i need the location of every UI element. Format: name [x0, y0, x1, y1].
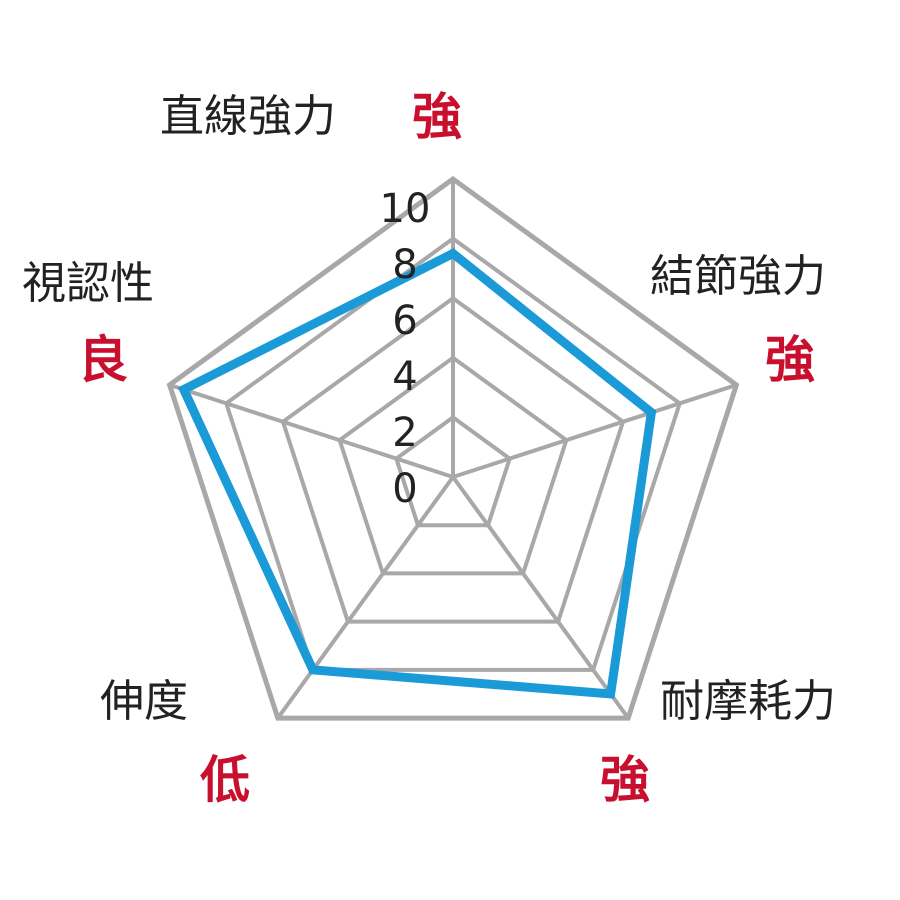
tick-label: 6	[392, 298, 417, 344]
axis-rating-elongation: 低	[200, 751, 250, 809]
axis-rating-straight-strength: 強	[412, 88, 462, 146]
axis-line-2	[451, 475, 630, 720]
axis-label-knot-strength: 結節強力	[650, 251, 826, 302]
tick-label: 2	[392, 410, 417, 456]
data-point-2	[609, 692, 612, 695]
data-point-1	[650, 411, 653, 414]
tick-label: 8	[392, 242, 417, 288]
grid-ring-8	[223, 236, 683, 672]
axis-line-1	[452, 383, 738, 479]
grid-ring-10	[166, 175, 740, 721]
axis-label-visibility: 視認性	[22, 258, 154, 309]
tick-label: 10	[380, 186, 431, 232]
axis-label-straight-strength: 直線強力	[160, 91, 336, 142]
grid-ring-6	[280, 295, 626, 624]
grid-ring-4	[337, 355, 569, 576]
data-point-4	[182, 388, 185, 391]
data-point-0	[452, 252, 454, 255]
axis-label-elongation: 伸度	[100, 676, 188, 727]
grid-ring-2	[393, 414, 513, 528]
axis-rating-abrasion-resistance: 強	[600, 751, 650, 809]
axis-line-4	[168, 383, 454, 479]
data-point-3	[311, 668, 314, 671]
axis-rating-visibility: 良	[78, 331, 128, 389]
axis-rating-knot-strength: 強	[765, 331, 815, 389]
series-line	[177, 248, 657, 699]
tick-label: 4	[392, 354, 417, 400]
tick-label: 0	[392, 466, 417, 512]
axis-line-3	[276, 475, 455, 720]
axis-label-abrasion-resistance: 耐摩耗力	[660, 676, 836, 727]
